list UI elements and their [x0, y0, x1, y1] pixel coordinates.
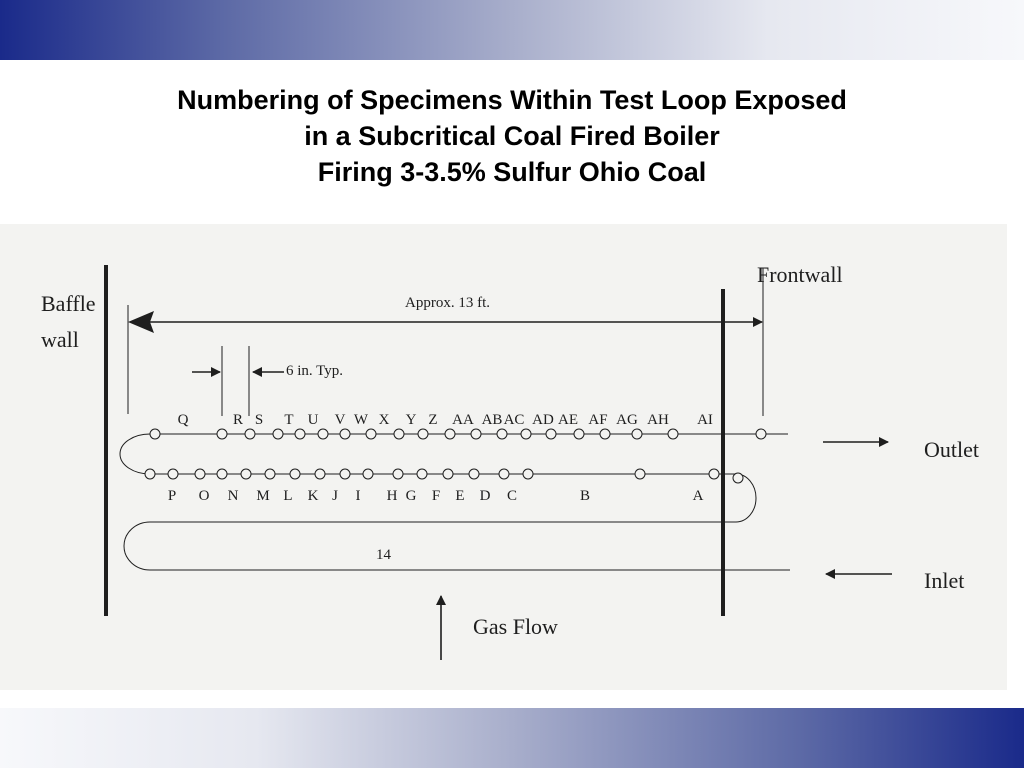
specimen-label-b: B — [580, 488, 590, 504]
spacing-label: 6 in. Typ. — [286, 363, 343, 379]
lower-specimen-marker — [216, 468, 228, 480]
lower-specimen-marker — [167, 468, 179, 480]
inlet-label: Inlet — [924, 568, 964, 593]
test-loop-diagram: Baffle wall Frontwall Approx. 13 ft. 6 i… — [41, 262, 979, 660]
gas-flow-label: Gas Flow — [473, 614, 558, 639]
specimen-label-j: J — [332, 488, 338, 504]
baffle-wall-label-2: wall — [41, 327, 79, 352]
upper-specimen-marker — [272, 428, 284, 440]
top-gradient-band — [0, 0, 1024, 60]
title-line-3: Firing 3-3.5% Sulfur Ohio Coal — [317, 157, 707, 187]
lower-specimen-marker — [708, 468, 720, 480]
lower-specimen-marker — [634, 468, 646, 480]
specimen-label-d: D — [480, 488, 491, 504]
lower-specimen-marker — [392, 468, 404, 480]
specimen-label-r: R — [233, 412, 243, 428]
frontwall-label: Frontwall — [757, 262, 843, 287]
upper-specimen-marker — [444, 428, 456, 440]
slide-title: Numbering of Specimens Within Test Loop … — [0, 82, 1024, 190]
specimen-label-x: X — [379, 412, 390, 428]
title-line-1: Numbering of Specimens Within Test Loop … — [177, 85, 847, 115]
upper-specimen-marker — [216, 428, 228, 440]
specimen-label-u: U — [308, 412, 319, 428]
upper-specimen-marker — [573, 428, 585, 440]
upper-specimen-marker — [149, 428, 161, 440]
lower-specimen-marker — [522, 468, 534, 480]
specimen-marker-loop-end — [732, 472, 744, 484]
specimen-label-k: K — [308, 488, 319, 504]
specimen-label-h: H — [387, 488, 398, 504]
specimen-label-f: F — [432, 488, 440, 504]
lower-specimen-marker — [144, 468, 156, 480]
lower-specimen-marker — [468, 468, 480, 480]
specimen-label-af: AF — [588, 412, 607, 428]
lower-specimen-marker — [498, 468, 510, 480]
specimen-label-ah: AH — [647, 412, 669, 428]
specimen-label-s: S — [255, 412, 263, 428]
specimen-label-o: O — [199, 488, 210, 504]
specimen-label-a: A — [693, 488, 704, 504]
specimen-label-e: E — [455, 488, 464, 504]
specimen-label-ae: AE — [558, 412, 578, 428]
title-line-2: in a Subcritical Coal Fired Boiler — [304, 121, 720, 151]
specimen-label-v: V — [335, 412, 346, 428]
upper-tube — [119, 433, 788, 475]
specimen-label-q: Q — [178, 412, 189, 428]
lower-specimen-marker — [194, 468, 206, 480]
baffle-wall-label-1: Baffle — [41, 291, 96, 316]
upper-specimen-marker — [631, 428, 643, 440]
specimen-label-n: N — [228, 488, 239, 504]
upper-specimen-marker — [244, 428, 256, 440]
lower-specimen-marker — [314, 468, 326, 480]
specimen-label-c: C — [507, 488, 517, 504]
specimen-label-i: I — [356, 488, 361, 504]
upper-specimen-marker — [317, 428, 329, 440]
tube-loop — [119, 433, 790, 571]
specimen-label-p: P — [168, 488, 176, 504]
specimen-label-g: G — [406, 488, 417, 504]
lower-specimen-marker — [339, 468, 351, 480]
lower-specimen-marker — [264, 468, 276, 480]
specimen-label-ad: AD — [532, 412, 554, 428]
lower-specimen-marker — [362, 468, 374, 480]
lower-specimen-marker — [240, 468, 252, 480]
lower-specimen-marker — [289, 468, 301, 480]
specimen-label-m: M — [256, 488, 269, 504]
specimen-label-l: L — [283, 488, 292, 504]
upper-specimen-marker — [393, 428, 405, 440]
outlet-label: Outlet — [924, 437, 979, 462]
test-loop-figure: Baffle wall Frontwall Approx. 13 ft. 6 i… — [0, 224, 1007, 690]
specimen-label-t: T — [284, 412, 293, 428]
upper-specimen-marker — [470, 428, 482, 440]
specimen-label-aa: AA — [452, 412, 474, 428]
upper-specimen-marker — [520, 428, 532, 440]
lower-specimen-marker — [416, 468, 428, 480]
specimen-label-ab: AB — [482, 412, 503, 428]
middle-tube — [123, 473, 790, 571]
specimen-label-z: Z — [428, 412, 437, 428]
bottom-gradient-band — [0, 708, 1024, 768]
upper-specimen-marker — [294, 428, 306, 440]
upper-specimen-marker — [755, 428, 767, 440]
specimen-label-w: W — [354, 412, 369, 428]
specimen-label-y: Y — [406, 412, 417, 428]
specimen-label-ac: AC — [504, 412, 525, 428]
approx-length-label: Approx. 13 ft. — [405, 295, 490, 311]
upper-specimen-marker — [339, 428, 351, 440]
upper-specimen-marker — [365, 428, 377, 440]
specimen-label-ag: AG — [616, 412, 638, 428]
upper-specimen-marker — [545, 428, 557, 440]
upper-specimen-marker — [667, 428, 679, 440]
specimen-label-ai: AI — [697, 412, 713, 428]
upper-specimen-marker — [496, 428, 508, 440]
lower-specimen-marker — [442, 468, 454, 480]
upper-specimen-marker — [417, 428, 429, 440]
tube-number-label: 14 — [376, 547, 392, 563]
upper-specimen-marker — [599, 428, 611, 440]
approx-length-left-arrowhead — [128, 311, 154, 333]
